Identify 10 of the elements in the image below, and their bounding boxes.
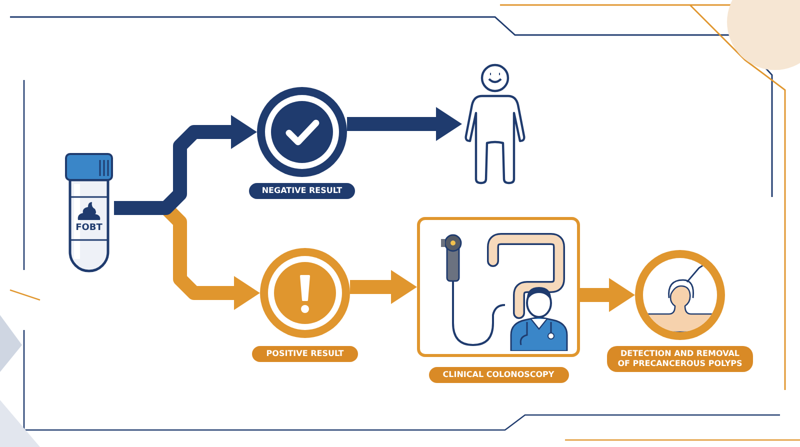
flow-arrow bbox=[580, 278, 635, 312]
flow-arrow bbox=[350, 270, 417, 304]
step-label: CLINICAL COLONOSCOPY bbox=[428, 367, 568, 383]
smiling-person-icon bbox=[462, 63, 528, 185]
flow-arrow bbox=[347, 107, 462, 141]
step-label: NEGATIVE RESULT bbox=[249, 183, 355, 199]
flow-arrow bbox=[114, 115, 257, 215]
step-label: DETECTION AND REMOVAL OF PRECANCEROUS POLYPS bbox=[607, 346, 753, 372]
step-label: POSITIVE RESULT bbox=[252, 346, 358, 362]
tube-label: FOBT bbox=[74, 223, 104, 233]
